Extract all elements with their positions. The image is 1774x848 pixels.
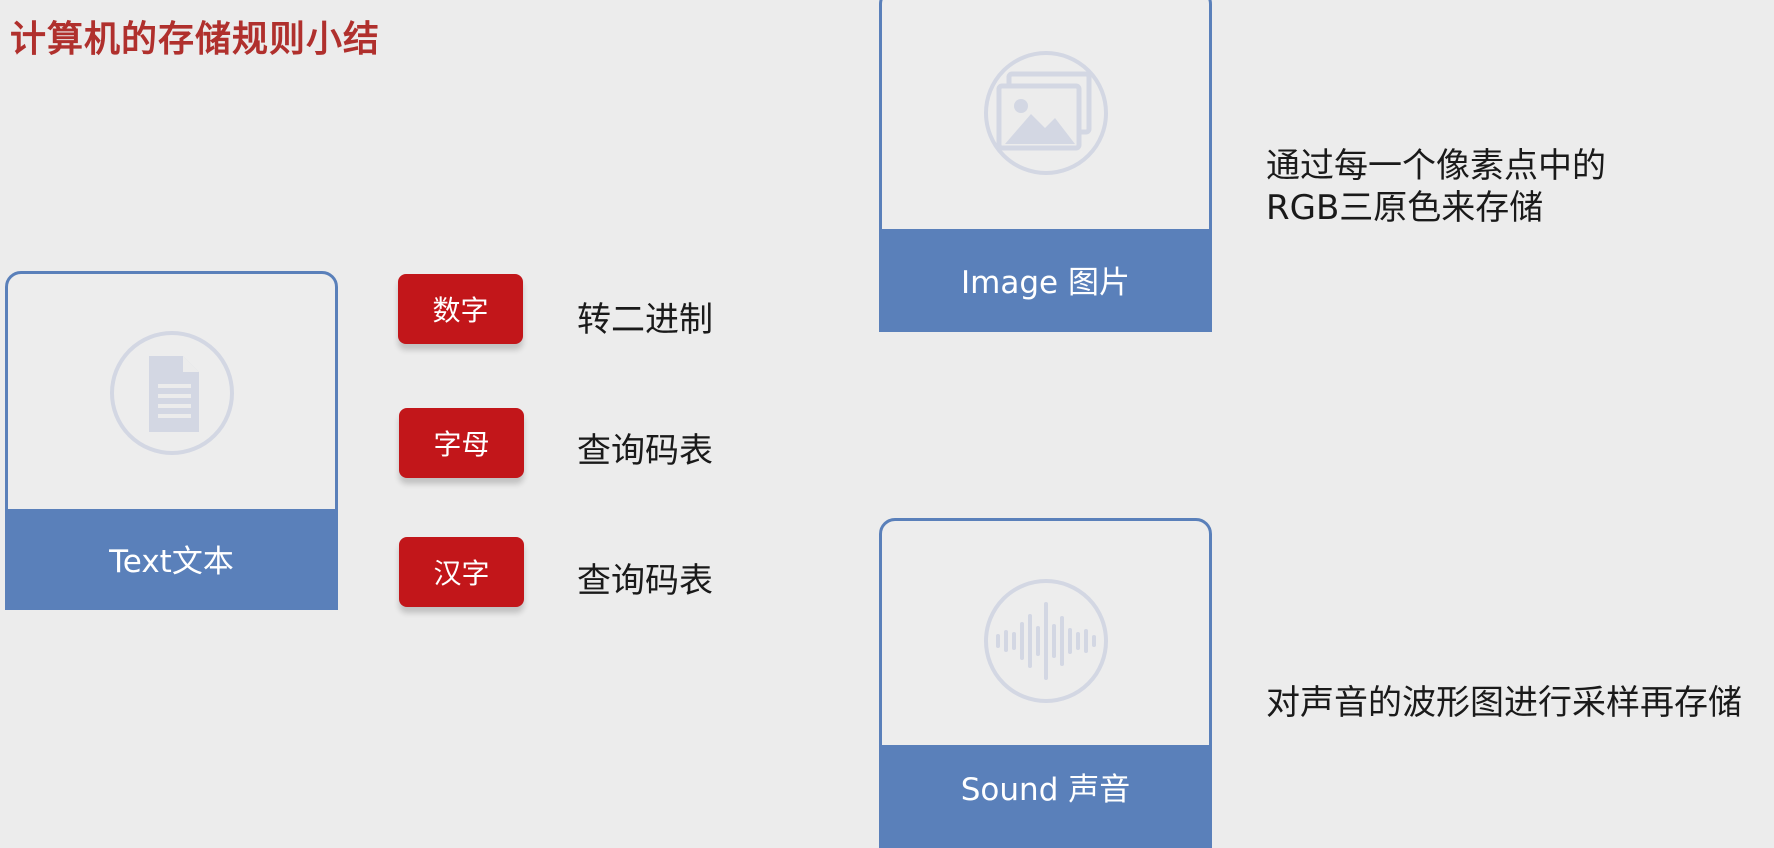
image-note: 通过每一个像素点中的 RGB三原色来存储 [1266,145,1606,229]
document-icon [109,331,234,455]
image-note-line2: RGB三原色来存储 [1266,188,1544,228]
tag-letter: 字母 [399,408,524,478]
sound-wave-icon [983,579,1108,703]
tag-letter-description: 查询码表 [577,431,713,471]
image-card: Image 图片 [879,0,1212,332]
sound-card: Sound 声音 [879,518,1212,848]
text-card-caption: Text文本 [8,509,335,607]
tag-chinese-char-description: 查询码表 [577,561,713,601]
text-card-icon-area [8,274,335,512]
tag-number-description: 转二进制 [577,300,713,340]
image-card-caption: Image 图片 [882,229,1209,329]
tag-chinese-char: 汉字 [399,537,524,607]
page-title: 计算机的存储规则小结 [10,19,381,60]
image-card-icon-area [882,0,1209,235]
tag-number: 数字 [398,274,523,344]
text-card: Text文本 [5,271,338,610]
image-icon [983,51,1108,175]
image-note-line1: 通过每一个像素点中的 [1266,146,1606,186]
sound-note: 对声音的波形图进行采样再存储 [1266,683,1742,723]
sound-card-caption: Sound 声音 [882,745,1209,845]
sound-card-icon-area [882,521,1209,761]
